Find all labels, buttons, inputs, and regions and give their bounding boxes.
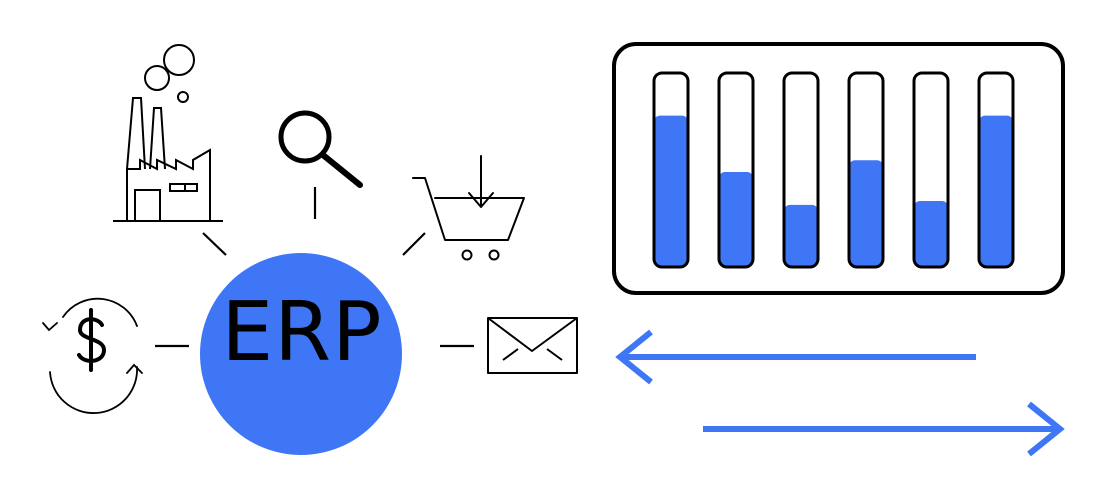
dashboard-frame xyxy=(612,42,1065,295)
level-bar-tube-2 xyxy=(717,71,755,269)
connector-factory xyxy=(202,232,227,256)
arrow-right xyxy=(703,401,1065,457)
level-bar-fill-4 xyxy=(849,160,883,267)
connector-cart xyxy=(402,232,426,256)
level-bar-fill-5 xyxy=(914,201,948,267)
shopping-cart-icon xyxy=(412,155,525,261)
arrow-left xyxy=(615,329,976,385)
dashboard-panel xyxy=(612,42,1065,295)
magnifier-icon xyxy=(278,110,363,188)
level-bar-tube-4 xyxy=(847,71,885,269)
level-bars xyxy=(652,71,1015,269)
level-bar-tube-5 xyxy=(912,71,950,269)
erp-hub-circle xyxy=(200,253,402,455)
envelope-icon xyxy=(487,317,578,374)
factory-icon xyxy=(113,44,223,222)
level-bar-tube-6 xyxy=(977,71,1015,269)
connectors xyxy=(155,187,474,348)
level-bar-tube-1 xyxy=(652,71,690,269)
level-bar-fill-3 xyxy=(784,204,818,267)
level-bar-fill-6 xyxy=(979,115,1013,268)
dollar-cycle-icon xyxy=(42,297,143,414)
level-bar-tube-3 xyxy=(782,71,820,269)
level-bar-fill-1 xyxy=(654,115,688,268)
level-bar-fill-2 xyxy=(719,171,753,267)
